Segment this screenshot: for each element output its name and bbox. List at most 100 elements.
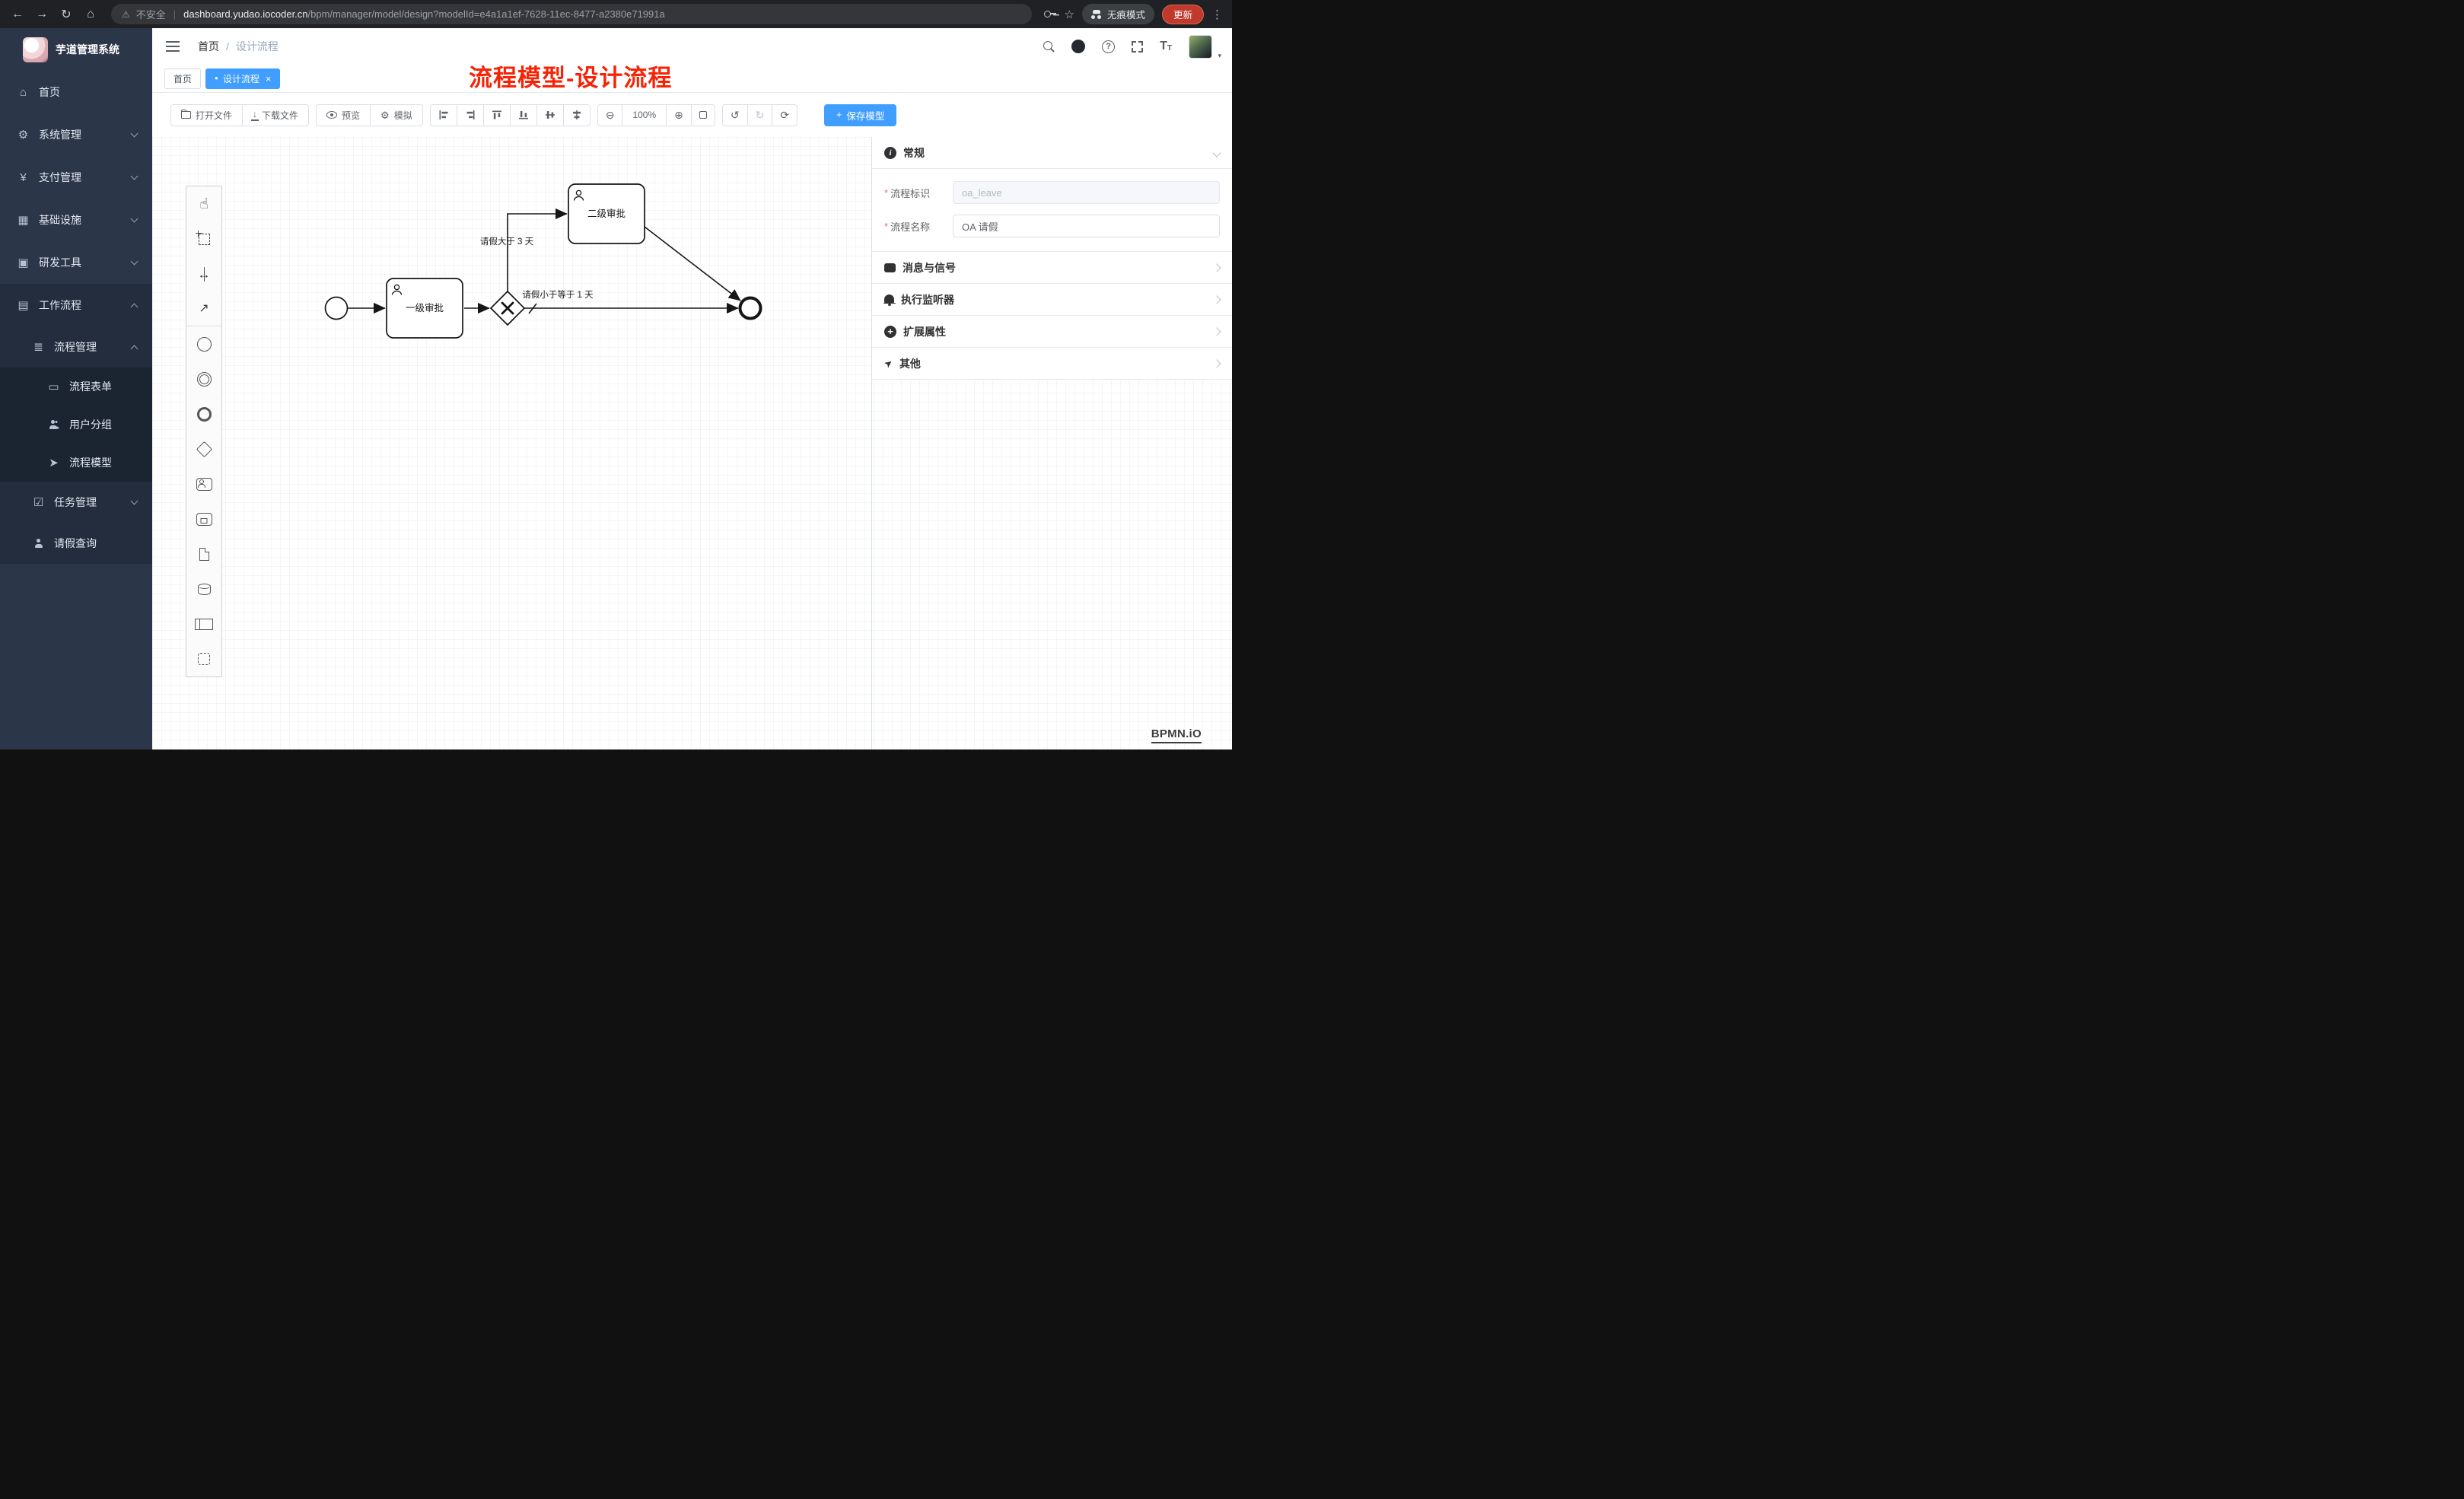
sidebar-item-workflow[interactable]: ▤ 工作流程 (0, 284, 152, 326)
align-left-button[interactable] (429, 103, 457, 126)
sidebar-item-label: 研发工具 (39, 256, 81, 269)
person-icon (32, 539, 45, 549)
bpmn-start-event[interactable] (324, 296, 349, 320)
app-logo[interactable]: 芋道管理系统 (0, 28, 152, 71)
sidebar-item-label: 用户分组 (69, 419, 112, 431)
redo-button[interactable]: ↻ (747, 103, 773, 126)
palette-global-connect-tool[interactable]: ↗ (186, 291, 221, 326)
bpmn-canvas[interactable]: ☝ ↔ ↗ (152, 137, 1232, 750)
sidebar-item-infrastructure[interactable]: ▦ 基础设施 (0, 199, 152, 241)
hamburger-icon[interactable] (166, 41, 180, 52)
browser-update-button[interactable]: 更新 (1161, 4, 1204, 24)
properties-panel: i 常规 *流程标识 *流程名称 (871, 137, 1232, 750)
breadcrumb: 首页 / 设计流程 (198, 39, 279, 54)
close-icon[interactable]: × (265, 72, 272, 84)
address-bar[interactable]: ⚠ 不安全 | dashboard.yudao.iocoder.cn/bpm/m… (111, 4, 1032, 24)
bpmn-end-event[interactable] (738, 296, 762, 320)
zoom-reset-icon (699, 111, 707, 119)
home-icon[interactable]: ⌂ (87, 7, 94, 21)
fullscreen-icon[interactable] (1132, 40, 1144, 53)
palette-group[interactable] (186, 641, 221, 676)
breadcrumb-current: 设计流程 (235, 40, 279, 53)
tab-home[interactable]: 首页 (164, 68, 202, 89)
process-key-input[interactable] (953, 181, 1220, 204)
palette-end-event[interactable] (186, 396, 221, 431)
bpmn-exclusive-gateway[interactable] (489, 290, 526, 326)
palette-data-store[interactable] (186, 571, 221, 606)
breadcrumb-home[interactable]: 首页 (198, 40, 219, 53)
align-right-button[interactable] (456, 103, 484, 126)
zoom-reset-button[interactable] (690, 103, 715, 126)
palette-data-object[interactable] (186, 536, 221, 571)
bpmn-io-watermark[interactable]: BPMN.iO (1151, 727, 1202, 743)
section-other[interactable]: ➤ 其他 (872, 348, 1232, 380)
preview-button[interactable]: 预览 (316, 103, 371, 126)
simulate-button[interactable]: ⚙模拟 (370, 103, 423, 126)
palette-intermediate-event[interactable] (186, 361, 221, 396)
sidebar-item-devtools[interactable]: ▣ 研发工具 (0, 241, 152, 284)
palette-space-tool[interactable]: ↔ (186, 256, 221, 291)
flow-label-gt3days[interactable]: 请假大于 3 天 (480, 236, 534, 247)
palette-start-event[interactable] (186, 326, 221, 361)
save-model-button[interactable]: +保存模型 (824, 103, 897, 126)
zoom-in-button[interactable]: ⊕ (666, 103, 692, 126)
undo-button[interactable]: ↺ (721, 103, 748, 126)
palette-hand-tool[interactable]: ☝ (186, 186, 221, 221)
folder-icon (180, 109, 191, 119)
designer-toolbar: 打开文件 ↓下载文件 预览 ⚙模拟 ⊖ 100% (152, 93, 1232, 137)
flow-gateway-to-task2[interactable] (507, 208, 568, 291)
open-file-button[interactable]: 打开文件 (170, 103, 244, 126)
section-execution-listener[interactable]: 执行监听器 (872, 284, 1232, 316)
zoom-out-button[interactable]: ⊖ (597, 103, 623, 126)
task-label: 一级审批 (406, 302, 444, 313)
restart-button[interactable]: ⟳ (772, 103, 798, 126)
security-label[interactable]: 不安全 (135, 9, 166, 21)
browser-menu-icon[interactable]: ⋮ (1211, 8, 1223, 21)
palette-gateway[interactable] (186, 431, 221, 466)
zoom-level-button[interactable]: 100% (622, 103, 667, 126)
back-icon[interactable]: ← (11, 7, 24, 21)
palette-participant[interactable] (186, 606, 221, 641)
section-general[interactable]: i 常规 (872, 137, 1232, 169)
align-center-button[interactable] (562, 103, 591, 126)
forward-icon[interactable]: → (36, 7, 48, 21)
sidebar-item-system[interactable]: ⚙ 系统管理 (0, 113, 152, 156)
key-icon[interactable] (1043, 11, 1057, 18)
palette-subprocess[interactable] (186, 501, 221, 536)
flow-task2-to-end[interactable] (644, 226, 741, 301)
align-top-button[interactable] (482, 103, 511, 126)
section-messages-signals[interactable]: 消息与信号 (872, 252, 1232, 284)
github-icon[interactable] (1071, 40, 1086, 53)
info-icon: i (884, 146, 896, 159)
sidebar-item-user-group[interactable]: 用户分组 (0, 406, 152, 444)
sidebar-item-payment[interactable]: ¥ 支付管理 (0, 156, 152, 199)
bookmark-star-icon[interactable]: ☆ (1064, 8, 1074, 21)
sidebar-item-process-form[interactable]: ▭ 流程表单 (0, 368, 152, 406)
gateway-icon (196, 441, 212, 457)
palette-lasso-tool[interactable] (186, 221, 221, 256)
chevron-right-icon (1212, 326, 1221, 336)
download-file-button[interactable]: ↓下载文件 (242, 103, 310, 126)
search-icon[interactable] (1043, 40, 1055, 53)
palette-user-task[interactable] (186, 466, 221, 501)
tab-design-process[interactable]: ● 设计流程 × (205, 68, 281, 89)
question-icon[interactable]: ? (1102, 40, 1116, 53)
sidebar-item-process-management[interactable]: ≣ 流程管理 (0, 326, 152, 368)
sidebar-item-process-model[interactable]: ➤ 流程模型 (0, 444, 152, 482)
align-middle-button[interactable] (536, 103, 564, 126)
section-extended-attributes[interactable]: + 扩展属性 (872, 316, 1232, 348)
redo-icon: ↻ (755, 109, 765, 121)
sidebar-item-task-management[interactable]: ☑ 任务管理 (0, 482, 152, 523)
process-name-input[interactable] (953, 215, 1220, 237)
sidebar-item-home[interactable]: ⌂ 首页 (0, 71, 152, 113)
bpmn-task-second-approval[interactable]: 二级审批 (568, 183, 645, 244)
bpmn-task-first-approval[interactable]: 一级审批 (386, 278, 463, 339)
flow-label-le1day[interactable]: 请假小于等于 1 天 (522, 289, 594, 300)
avatar[interactable]: ▾ (1189, 34, 1221, 59)
participant-icon (195, 618, 213, 630)
align-bottom-button[interactable] (509, 103, 537, 126)
reload-icon[interactable]: ↻ (61, 8, 72, 21)
plus-circle-icon: + (884, 325, 896, 338)
sidebar-item-leave-query[interactable]: 请假查询 (0, 523, 152, 564)
